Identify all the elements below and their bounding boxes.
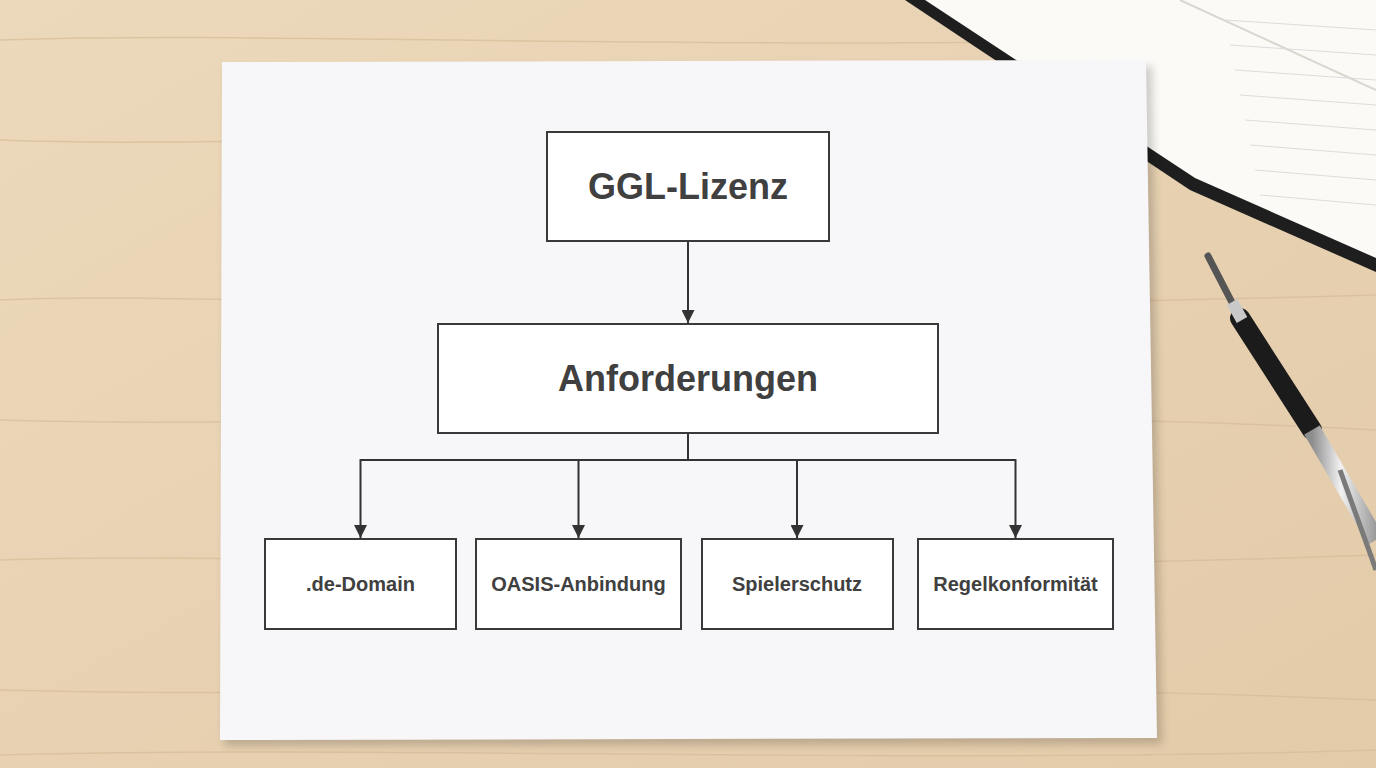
requirement-box: .de-Domain [264, 538, 457, 630]
paper-sheet [220, 60, 1157, 740]
connector-arrow [361, 434, 689, 538]
box-label: Anforderungen [558, 358, 818, 399]
box-label: OASIS-Anbindung [491, 573, 665, 596]
connector-arrow [579, 434, 689, 538]
box-label: GGL-Lizenz [588, 166, 788, 207]
box-label: Regelkonformität [933, 573, 1097, 596]
requirement-box: Spielerschutz [701, 538, 894, 630]
process-box: Anforderungen [437, 323, 939, 434]
pen [1208, 256, 1376, 570]
connector-arrow [688, 434, 1016, 538]
requirement-box: OASIS-Anbindung [475, 538, 682, 630]
connector-arrow [688, 434, 797, 538]
requirement-box: Regelkonformität [917, 538, 1114, 630]
box-label: Spielerschutz [732, 573, 862, 596]
process-box: GGL-Lizenz [546, 131, 830, 242]
box-label: .de-Domain [306, 573, 415, 596]
connector-arrow [687, 242, 689, 323]
